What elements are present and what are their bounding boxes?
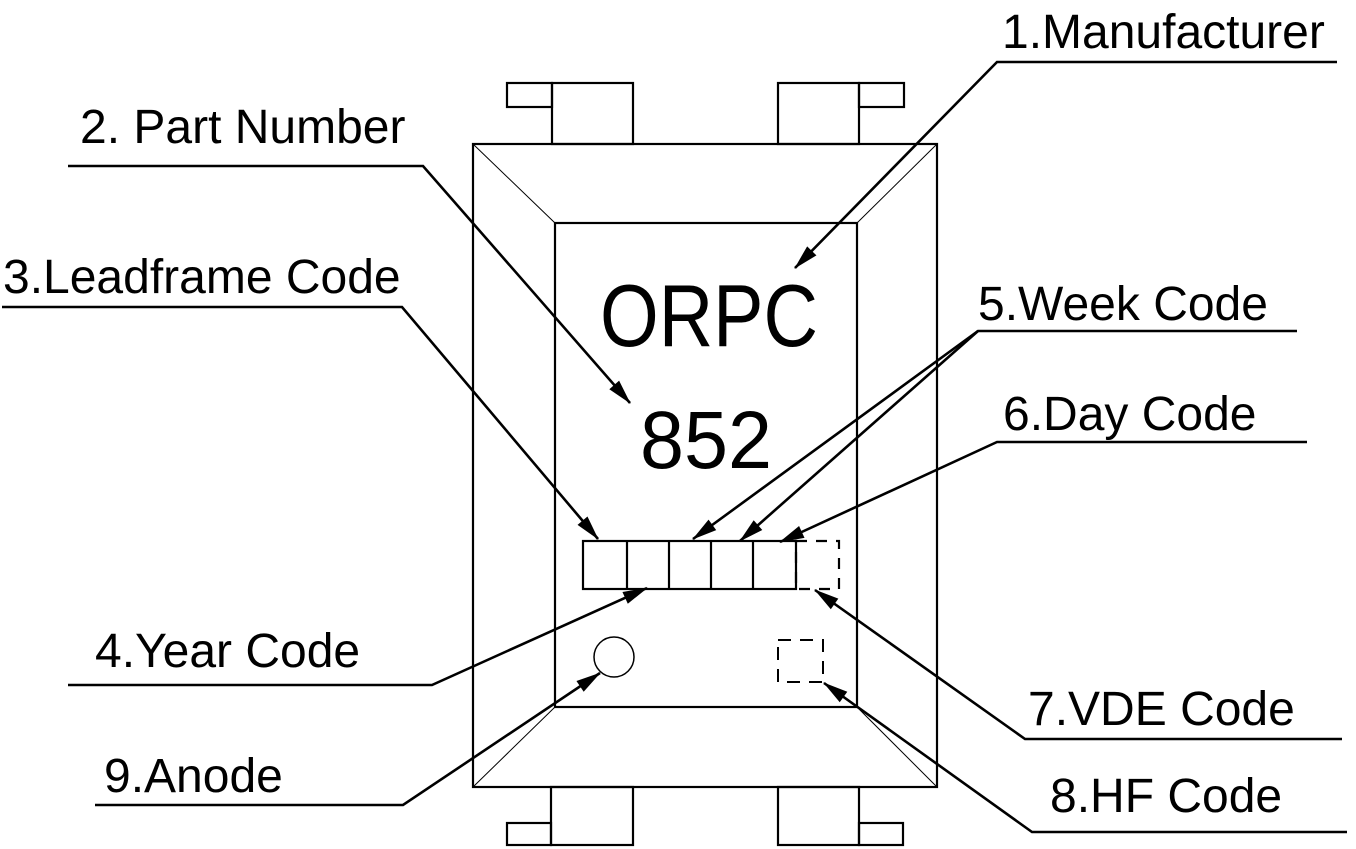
callout-leadframe-code-label: 3.Leadframe Code bbox=[3, 251, 401, 304]
marking-line2: 852 bbox=[640, 395, 772, 486]
callout-day-code-label: 6.Day Code bbox=[1003, 388, 1256, 441]
bevel-line-top-right bbox=[856, 143, 938, 224]
pin-bottom-right-step bbox=[857, 821, 905, 847]
leader-vde-code bbox=[814, 588, 1342, 741]
pin-top-left-step bbox=[505, 81, 554, 109]
pin-bottom-left bbox=[549, 785, 635, 847]
marking-line1: ORPC bbox=[600, 266, 818, 365]
leader-part-number bbox=[68, 164, 631, 404]
leader-year-code bbox=[68, 586, 648, 687]
callout-anode-label: 9.Anode bbox=[104, 750, 283, 803]
pin-top-right bbox=[776, 81, 861, 146]
leader-day-code bbox=[779, 440, 1307, 544]
leader-hf-code bbox=[823, 681, 1347, 834]
leader-week-code-2 bbox=[739, 330, 979, 542]
callout-vde-code-label: 7.VDE Code bbox=[1028, 683, 1295, 736]
anode-dot-mark bbox=[593, 636, 635, 678]
leader-anode bbox=[95, 671, 601, 807]
date-code-box-dashed bbox=[794, 539, 841, 591]
callout-part-number-label: 2. Part Number bbox=[80, 101, 405, 154]
package-pins-bottom bbox=[505, 785, 905, 847]
bevel-line-top-left bbox=[472, 143, 556, 224]
bevel-line-bottom-left bbox=[472, 706, 556, 788]
leader-leadframe-code bbox=[2, 305, 599, 540]
callout-year-code-label: 4.Year Code bbox=[95, 625, 360, 678]
callout-hf-code-label: 8.HF Code bbox=[1050, 770, 1282, 823]
leader-manufacturer bbox=[794, 60, 1337, 269]
pin-bottom-right bbox=[776, 785, 861, 847]
package-outer-outline bbox=[471, 142, 939, 789]
package-body bbox=[471, 142, 939, 789]
callout-week-code-label: 5.Week Code bbox=[978, 278, 1268, 331]
package-pins-top bbox=[505, 81, 906, 146]
bevel-line-bottom-right bbox=[856, 706, 938, 788]
date-code-box-row bbox=[581, 539, 798, 591]
pin-bottom-left-step bbox=[505, 821, 553, 847]
pin-top-right-step bbox=[857, 81, 906, 109]
callout-leaders bbox=[2, 60, 1347, 834]
package-top-face bbox=[553, 221, 859, 709]
date-code-boxes bbox=[581, 539, 841, 591]
hf-code-mark bbox=[777, 639, 824, 683]
callout-manufacturer-label: 1.Manufacturer bbox=[1002, 6, 1325, 59]
pin-top-left bbox=[550, 81, 635, 146]
